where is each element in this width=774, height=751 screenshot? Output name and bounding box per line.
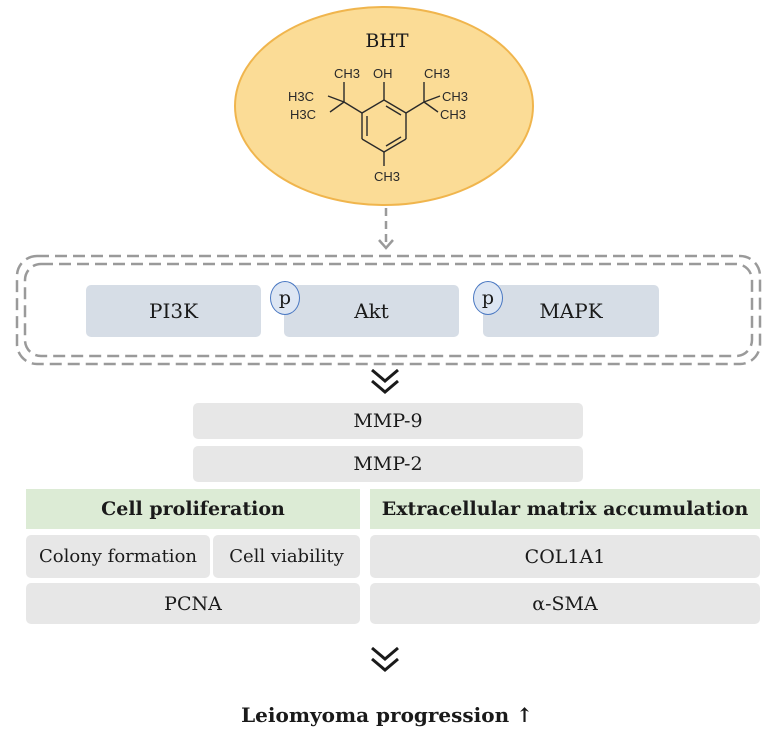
label-ch3-right: CH3 [442,89,468,104]
mmp2-label: MMP-2 [353,453,423,475]
mmp9-label: MMP-9 [353,410,423,432]
bht-title: BHT [365,30,409,52]
label-ch3-right-lower: CH3 [440,107,466,122]
label-h3c-left-lower: H3C [290,107,316,122]
alpha-sma-label: α-SMA [532,592,598,615]
phospho-badge-akt: p [270,281,300,315]
label-ch3-bottom: CH3 [374,169,400,184]
pi3k-label: PI3K [148,299,199,323]
alpha-sma-box: α-SMA [370,583,760,624]
bht-bonds [327,82,441,166]
bht-ellipse [234,6,534,206]
pathway-outer-frame [15,254,762,366]
pcna-label: PCNA [164,592,222,615]
col1a1-box: COL1A1 [370,535,760,578]
cell-proliferation-label: Cell proliferation [101,498,285,520]
pcna-box: PCNA [26,583,360,624]
colony-formation-label: Colony formation [38,546,197,567]
leiomyoma-progression-label: Leiomyoma progression ↑ [241,703,533,727]
label-ch3-top-right: CH3 [424,66,450,81]
cell-viability-label: Cell viability [229,546,344,567]
phospho-label-mapk: p [481,286,495,309]
bht-structure: OH CH3 H3C H3C CH3 CH3 CH3 CH3 [288,66,468,184]
mmp2-box: MMP-2 [193,446,583,482]
label-h3c-left: H3C [288,89,314,104]
akt-box: Akt [284,285,459,337]
phospho-label-akt: p [278,286,292,309]
ecm-accumulation-header: Extracellular matrix accumulation [370,489,760,529]
mmp9-box: MMP-9 [193,403,583,439]
ecm-accumulation-label: Extracellular matrix accumulation [381,498,749,520]
label-oh: OH [373,66,393,81]
mapk-label: MAPK [539,299,603,323]
pathway-inner-frame [23,262,754,358]
colony-formation-box: Colony formation [26,535,210,578]
mapk-box: MAPK [483,285,659,337]
akt-label: Akt [354,299,389,323]
pi3k-box: PI3K [86,285,261,337]
chevron-down-icon-1 [371,368,399,394]
label-ch3-top-left: CH3 [334,66,360,81]
phospho-badge-mapk: p [473,281,503,315]
chevron-down-icon-2 [371,646,399,672]
cell-proliferation-header: Cell proliferation [26,489,360,529]
col1a1-label: COL1A1 [524,545,606,568]
cell-viability-box: Cell viability [213,535,360,578]
dashed-arrow-head [378,239,394,250]
